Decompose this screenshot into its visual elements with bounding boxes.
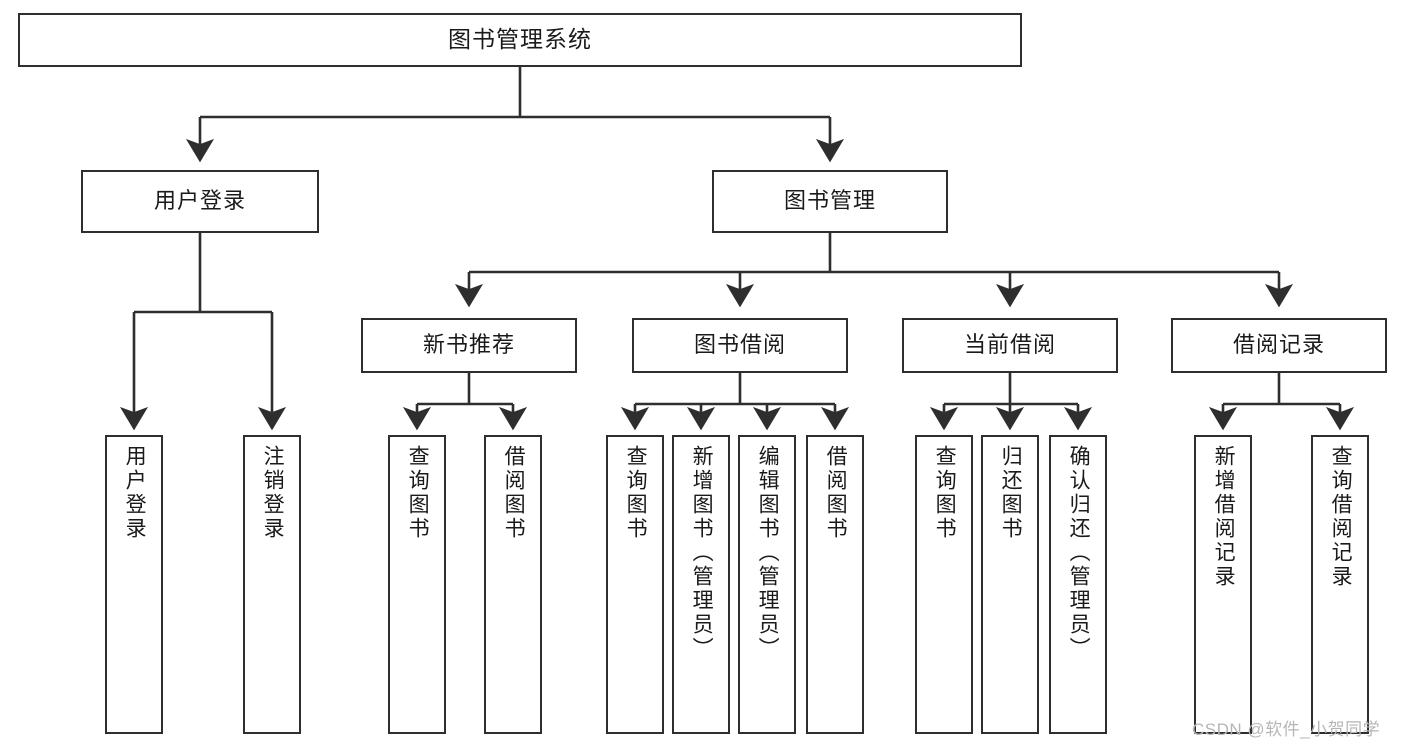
node-leaf-add-borrow-record-label: 新增借阅记录 — [1212, 445, 1236, 589]
node-leaf-add-book[interactable]: 新增图书（管理员） — [672, 435, 730, 734]
node-current-borrow-label: 当前借阅 — [963, 332, 1056, 358]
node-root-label: 图书管理系统 — [448, 26, 592, 53]
node-leaf-borrow-book-1-label: 借阅图书 — [502, 445, 526, 541]
node-borrow-record[interactable]: 借阅记录 — [1171, 318, 1387, 373]
node-book-borrow[interactable]: 图书借阅 — [632, 318, 848, 373]
node-leaf-logout-login[interactable]: 注销登录 — [243, 435, 301, 734]
node-leaf-query-book-1[interactable]: 查询图书 — [388, 435, 446, 734]
node-book-borrow-label: 图书借阅 — [693, 332, 786, 358]
node-borrow-record-label: 借阅记录 — [1232, 332, 1325, 358]
node-leaf-query-book-3[interactable]: 查询图书 — [915, 435, 973, 734]
node-new-book-recommend[interactable]: 新书推荐 — [361, 318, 577, 373]
node-root[interactable]: 图书管理系统 — [18, 13, 1022, 67]
node-leaf-query-book-1-label: 查询图书 — [406, 445, 430, 541]
node-leaf-borrow-book-2[interactable]: 借阅图书 — [806, 435, 864, 734]
node-leaf-query-borrow-record[interactable]: 查询借阅记录 — [1311, 435, 1369, 734]
node-leaf-confirm-return[interactable]: 确认归还（管理员） — [1049, 435, 1107, 734]
node-leaf-add-book-label: 新增图书（管理员） — [690, 445, 714, 661]
node-leaf-user-login[interactable]: 用户登录 — [105, 435, 163, 734]
node-leaf-query-book-3-label: 查询图书 — [933, 445, 957, 541]
node-leaf-borrow-book-2-label: 借阅图书 — [824, 445, 848, 541]
node-leaf-borrow-book-1[interactable]: 借阅图书 — [484, 435, 542, 734]
node-leaf-logout-login-label: 注销登录 — [261, 445, 285, 541]
node-leaf-confirm-return-label: 确认归还（管理员） — [1067, 445, 1091, 661]
node-leaf-query-book-2-label: 查询图书 — [624, 445, 648, 541]
node-leaf-edit-book-label: 编辑图书（管理员） — [756, 445, 780, 661]
node-new-book-recommend-label: 新书推荐 — [422, 332, 515, 358]
node-leaf-return-book[interactable]: 归还图书 — [981, 435, 1039, 734]
node-user-login[interactable]: 用户登录 — [81, 170, 319, 233]
node-user-login-label: 用户登录 — [153, 188, 246, 214]
node-leaf-query-borrow-record-label: 查询借阅记录 — [1329, 445, 1353, 589]
node-leaf-edit-book[interactable]: 编辑图书（管理员） — [738, 435, 796, 734]
node-leaf-return-book-label: 归还图书 — [999, 445, 1023, 541]
node-current-borrow[interactable]: 当前借阅 — [902, 318, 1118, 373]
node-leaf-add-borrow-record[interactable]: 新增借阅记录 — [1194, 435, 1252, 734]
node-leaf-user-login-label: 用户登录 — [123, 445, 147, 541]
node-book-manage[interactable]: 图书管理 — [712, 170, 948, 233]
node-book-manage-label: 图书管理 — [783, 188, 876, 214]
node-leaf-query-book-2[interactable]: 查询图书 — [606, 435, 664, 734]
